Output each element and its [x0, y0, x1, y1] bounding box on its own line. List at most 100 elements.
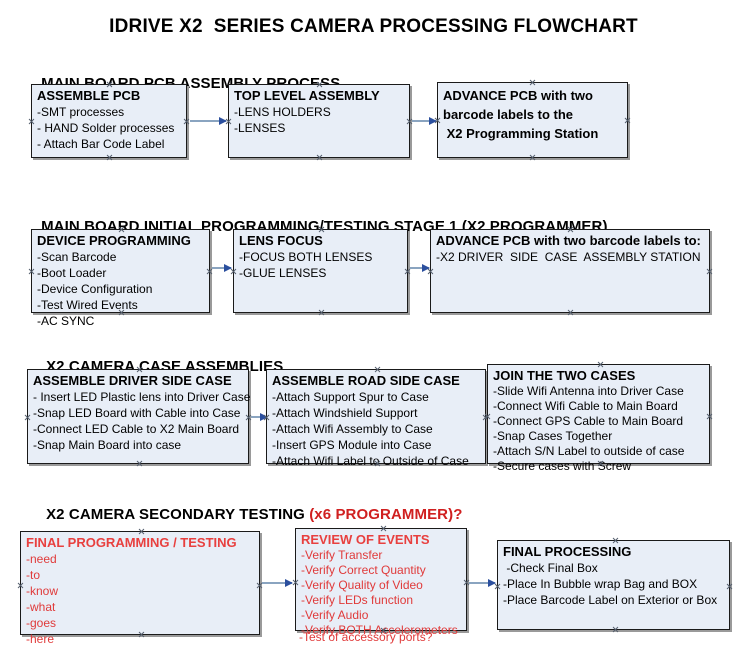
node-lens-focus[interactable]: LENS FOCUS -FOCUS BOTH LENSES -GLUE LENS…	[233, 229, 408, 313]
connector-handle-left[interactable]	[17, 582, 24, 589]
connector-handle-right[interactable]	[183, 118, 190, 125]
connector-handle-right[interactable]	[404, 268, 411, 275]
node-line: -Snap LED Board with Cable into Case	[33, 406, 241, 420]
connector-handle-top[interactable]	[374, 366, 381, 373]
node-title: FINAL PROCESSING	[503, 544, 632, 559]
section-heading-text: X2 CAMERA SECONDARY TESTING	[46, 506, 310, 523]
node-title: DEVICE PROGRAMMING	[37, 233, 191, 248]
connector-handle-bottom[interactable]	[318, 309, 325, 316]
node-line: -Verify Quality of Video	[301, 578, 423, 592]
node-line: -Verify Audio	[301, 608, 369, 622]
connector-handle-right[interactable]	[624, 117, 631, 124]
node-line: -Connect GPS Cable to Main Board	[493, 414, 684, 428]
node-title: ASSEMBLE PCB	[37, 88, 141, 103]
node-line: -here	[26, 632, 55, 646]
arrow-top-level-assembly-to-advance-pcb	[412, 117, 437, 125]
connector-handle-right[interactable]	[726, 583, 733, 590]
node-final-processing[interactable]: FINAL PROCESSING -Check Final Box -Place…	[497, 540, 730, 630]
node-assemble-driver-side-case[interactable]: ASSEMBLE DRIVER SIDE CASE - Insert LED P…	[24, 369, 251, 467]
node-line: X2 Programming Station	[443, 126, 599, 141]
connector-handle-left[interactable]	[28, 118, 35, 125]
node-line: -Secure cases with Screw	[493, 459, 632, 473]
node-title: REVIEW OF EVENTS	[301, 532, 430, 547]
arrow-review-of-events-to-final-processing	[469, 579, 496, 587]
connector-handle-bottom[interactable]	[136, 460, 143, 467]
node-join-the-two-cases[interactable]: JOIN THE TWO CASES -Slide Wifi Antenna i…	[487, 361, 713, 473]
node-line: -Attach Wifi Assembly to Case	[272, 422, 433, 436]
node-line: -SMT processes	[37, 105, 125, 119]
node-line: -Test Wired Events	[37, 298, 138, 312]
connector-handle-bottom[interactable]	[567, 309, 574, 316]
node-line: -Attach Windshield Support	[272, 406, 418, 420]
node-title: LENS FOCUS	[239, 233, 323, 248]
node-title: ASSEMBLE ROAD SIDE CASE	[272, 373, 460, 388]
node-line: -Place Barcode Label on Exterior or Box	[503, 593, 718, 607]
node-title: TOP LEVEL ASSEMBLY	[234, 88, 380, 103]
node-title: JOIN THE TWO CASES	[493, 368, 636, 383]
node-line: -Verify Transfer	[301, 548, 383, 562]
node-line: -Slide Wifi Antenna into Driver Case	[493, 384, 684, 398]
node-advance-pcb-to-driver-side-case-assembly[interactable]: ADVANCE PCB with two barcode labels to: …	[430, 229, 710, 313]
node-final-programming-testing[interactable]: FINAL PROGRAMMING / TESTING -need -to -k…	[17, 531, 260, 646]
connector-handle-right[interactable]	[706, 268, 713, 275]
node-line: ADVANCE PCB with two	[443, 88, 593, 103]
connector-handle-top[interactable]	[529, 79, 536, 86]
node-line: - Attach Bar Code Label	[37, 137, 165, 151]
node-assemble-road-side-case[interactable]: ASSEMBLE ROAD SIDE CASE -Attach Support …	[266, 366, 486, 468]
section-heading-x2-camera-secondary-testing: X2 CAMERA SECONDARY TESTING (x6 PROGRAMM…	[29, 489, 462, 540]
connector-handle-top[interactable]	[597, 361, 604, 368]
connector-handle-bottom[interactable]	[612, 626, 619, 633]
node-line: -Snap Cases Together	[493, 429, 613, 443]
node-line: -LENSES	[234, 121, 286, 135]
node-review-of-events-overflow-line: -Test of accessory ports?	[299, 630, 433, 644]
connector-handle-right[interactable]	[206, 268, 213, 275]
section-heading-accent: (x6 PROGRAMMER)?	[309, 506, 463, 523]
node-line: -goes	[26, 616, 57, 630]
node-line: -Verify Correct Quantity	[301, 563, 426, 577]
arrow-final-programming-to-review-of-events	[262, 579, 293, 587]
connector-handle-bottom[interactable]	[316, 154, 323, 161]
node-line: -Verify BOTH Accelerometers	[301, 623, 458, 637]
connector-handle-right[interactable]	[706, 413, 713, 420]
connector-handle-left[interactable]	[24, 414, 31, 421]
node-line: -need	[26, 552, 57, 566]
node-line: -Snap Main Board into case	[33, 438, 182, 452]
node-line: -know	[26, 584, 59, 598]
node-line: -Place In Bubble wrap Bag and BOX	[503, 577, 698, 591]
node-line: -Device Configuration	[37, 282, 153, 296]
node-line: -Attach Wifi Label to Outside of Case	[272, 454, 469, 468]
node-line: barcode labels to the	[443, 107, 574, 122]
node-line: -Boot Loader	[37, 266, 107, 280]
node-line: -Connect Wifi Cable to Main Board	[493, 399, 678, 413]
node-device-programming[interactable]: DEVICE PROGRAMMING -Scan Barcode -Boot L…	[28, 229, 213, 328]
node-line: -Insert GPS Module into Case	[272, 438, 432, 452]
arrow-device-programming-to-lens-focus	[212, 264, 232, 272]
node-line: - HAND Solder processes	[37, 121, 175, 135]
node-line: -Attach S/N Label to outside of case	[493, 444, 685, 458]
node-line: -Connect LED Cable to X2 Main Board	[33, 422, 240, 436]
node-line: -FOCUS BOTH LENSES	[239, 250, 373, 264]
node-assemble-pcb[interactable]: ASSEMBLE PCB -SMT processes - HAND Solde…	[31, 84, 187, 158]
node-line: -LENS HOLDERS	[234, 105, 331, 119]
connector-handle-bottom[interactable]	[529, 154, 536, 161]
node-review-of-events[interactable]: REVIEW OF EVENTS -Verify Transfer -Verif…	[292, 528, 467, 637]
connector-handle-top[interactable]	[612, 537, 619, 544]
node-top-level-assembly[interactable]: TOP LEVEL ASSEMBLY -LENS HOLDERS -LENSES	[228, 84, 410, 158]
arrow-assemble-pcb-to-top-level-assembly	[190, 117, 227, 125]
arrow-driver-side-to-road-side	[251, 413, 268, 421]
connector-handle-left[interactable]	[292, 579, 299, 586]
connector-handle-bottom[interactable]	[106, 154, 113, 161]
connector-handle-left[interactable]	[28, 268, 35, 275]
node-line: - Insert LED Plastic lens into Driver Ca…	[33, 390, 251, 404]
node-advance-pcb-to-x2-programming-station[interactable]: ADVANCE PCB with two barcode labels to t…	[437, 82, 628, 158]
node-line: -GLUE LENSES	[239, 266, 327, 280]
node-line: -Verify LEDs function	[301, 593, 414, 607]
node-title: FINAL PROGRAMMING / TESTING	[26, 535, 237, 550]
node-title: ASSEMBLE DRIVER SIDE CASE	[33, 373, 232, 388]
node-line: -Scan Barcode	[37, 250, 117, 264]
node-line: -AC SYNC	[37, 314, 95, 328]
arrow-lens-focus-to-advance-pcb-driver-side	[410, 264, 430, 272]
page-title: IDRIVE X2 SERIES CAMERA PROCESSING FLOWC…	[109, 16, 638, 37]
node-line: -what	[26, 600, 56, 614]
node-title: ADVANCE PCB with two barcode labels to:	[436, 233, 701, 248]
